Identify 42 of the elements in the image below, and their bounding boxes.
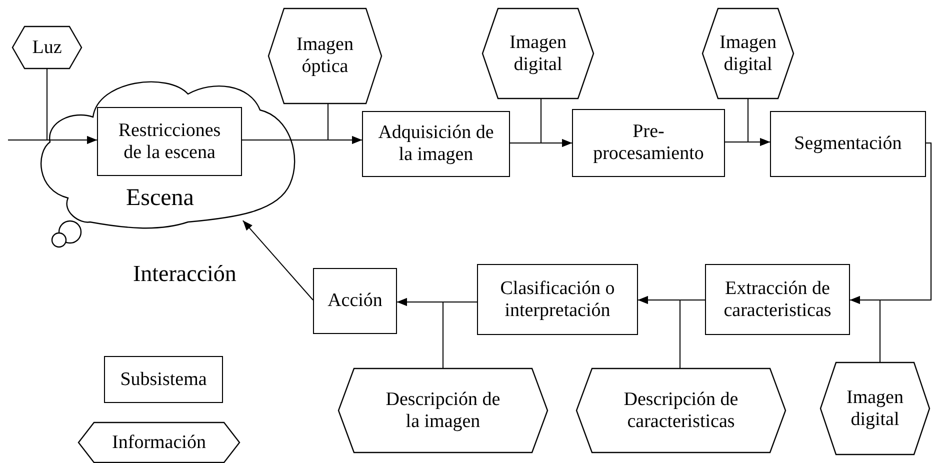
node-label: Luz <box>32 36 62 58</box>
node-label: Imagen óptica <box>296 34 354 78</box>
process-box <box>572 109 725 177</box>
node-label: Imagen digital <box>508 32 568 76</box>
process-box <box>477 264 638 335</box>
node-label: Imagen digital <box>718 32 778 76</box>
node-label: Información <box>112 432 206 454</box>
information-hexagon <box>268 8 382 104</box>
arrow <box>242 220 314 300</box>
arrow <box>850 296 880 362</box>
information-hexagon <box>78 422 240 463</box>
node-label: Extracción de caracteristicas <box>722 278 832 322</box>
information-hexagon <box>482 8 594 99</box>
arrow <box>396 298 444 368</box>
process-box <box>705 264 850 335</box>
node-label: Acción <box>328 290 382 312</box>
node-label: Pre- procesamiento <box>592 121 705 165</box>
process-box <box>104 356 223 403</box>
node-label: Imagen digital <box>846 386 904 430</box>
node-label: Descripción de caracteristicas <box>622 388 740 432</box>
node-label: Subsistema <box>120 368 207 390</box>
information-hexagon <box>576 368 786 453</box>
arrow <box>748 98 770 146</box>
process-box <box>97 107 242 176</box>
arrow <box>328 104 362 144</box>
process-box <box>362 111 510 177</box>
node-label: Descripción de la imagen <box>384 388 502 432</box>
process-box <box>770 111 926 177</box>
process-box <box>313 268 397 334</box>
node-label: Segmentación <box>794 133 902 155</box>
information-hexagon <box>820 362 930 455</box>
information-hexagon <box>338 368 548 453</box>
arrow <box>638 296 680 368</box>
annotation-label: Interacción <box>133 260 236 288</box>
node-label: Adquisición de la imagen <box>377 122 495 166</box>
node-label: Restricciones de la escena <box>117 120 222 164</box>
arrow <box>46 68 98 144</box>
node-label: Clasificación o interpretación <box>499 278 616 322</box>
arrow <box>540 98 572 147</box>
cloud-label: Escena <box>126 184 194 212</box>
information-hexagon <box>702 8 794 99</box>
information-hexagon <box>12 26 82 69</box>
